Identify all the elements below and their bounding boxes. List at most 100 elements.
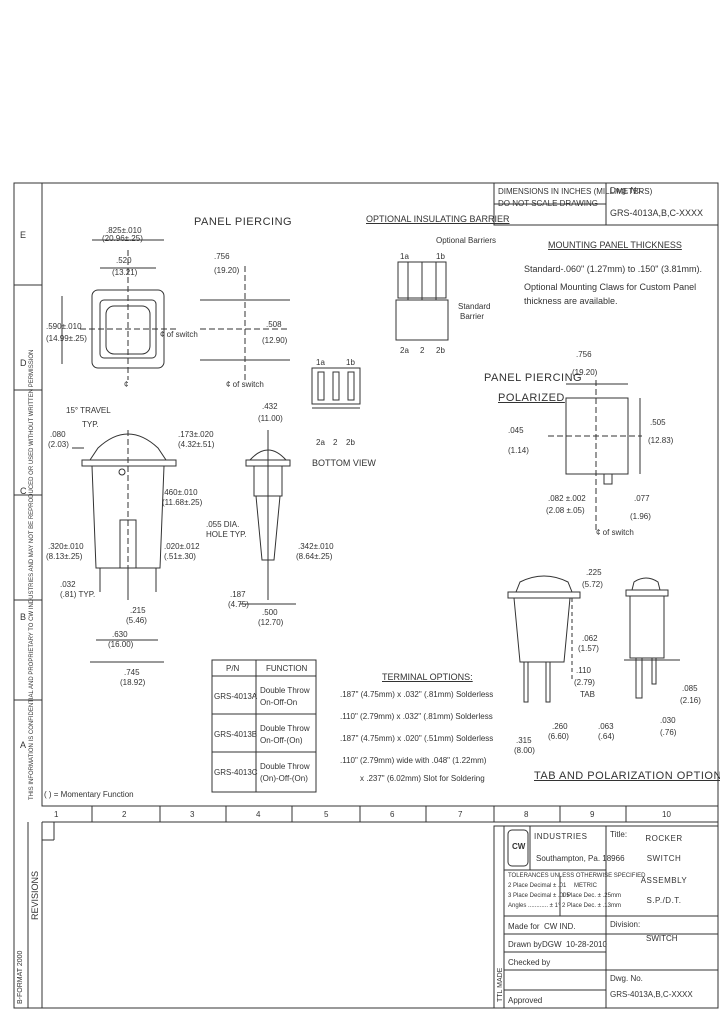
dim-pz-082: .082 ±.002	[548, 494, 586, 503]
dim-055-hole: HOLE TYP.	[206, 530, 247, 539]
company-city: Southampton, Pa. 18966	[536, 854, 625, 863]
dim-t-085: .085	[682, 684, 698, 693]
title-line-1: ROCKER	[645, 834, 683, 843]
terminal-row-3: .187" (4.75mm) x .020" (.51mm) Solderles…	[340, 734, 494, 743]
dim-825: .825±.010	[106, 226, 142, 235]
col-label-8: 8	[524, 810, 529, 819]
dwg-label: Dwg. No.	[610, 974, 643, 983]
mounting-title: MOUNTING PANEL THICKNESS	[548, 240, 682, 250]
col-label-9: 9	[590, 810, 595, 819]
dim-t-315-mm: (8.00)	[514, 746, 535, 755]
dim-t-260: .260	[552, 722, 568, 731]
dim-508: .508	[266, 320, 282, 329]
dim-travel-typ: TYP.	[82, 420, 99, 429]
tol-1: 2 Place Decimal ± .01	[508, 883, 567, 889]
dim-t-062-mm: (1.57)	[578, 644, 599, 653]
metric-2: 2 Place Dec. ± .13mm	[562, 903, 621, 909]
dim-pz-045-mm: (1.14)	[508, 446, 529, 455]
dim-745-mm: (18.92)	[120, 678, 146, 687]
optional-barrier-title: OPTIONAL INSULATING BARRIER	[366, 214, 510, 224]
division-label: Division:	[610, 920, 641, 929]
dim-460-mm: (11.68±.25)	[162, 498, 203, 507]
terminal-row-1: .187" (4.75mm) x .032" (.81mm) Solderles…	[340, 690, 494, 699]
dim-pz-082-mm: (2.08 ±.05)	[546, 506, 585, 515]
dim-055: .055 DIA.	[206, 520, 240, 529]
dim-032-mm: (.81) TYP.	[60, 590, 96, 599]
dim-825-mm: (20.96±.25)	[102, 234, 143, 243]
made-for-label: Made for	[508, 922, 540, 931]
pin-2b-barrier: 2b	[436, 346, 445, 355]
dim-173: .173±.020	[178, 430, 214, 439]
bottom-view-title: BOTTOM VIEW	[312, 458, 376, 468]
dim-460: .460±.010	[162, 488, 198, 497]
dwg-label-top: Dwg. No.	[610, 186, 643, 195]
drawn-date: 10-28-2010	[566, 940, 607, 949]
row-label-a: A	[20, 740, 27, 750]
dim-630: .630	[112, 630, 128, 639]
dim-500: .500	[262, 608, 278, 617]
pn-header: P/N	[226, 664, 240, 673]
col-label-7: 7	[458, 810, 463, 819]
dim-630-mm: (16.00)	[108, 640, 134, 649]
function-row-1-a: Double Throw	[260, 686, 310, 695]
standard-barrier-label-1: Standard	[458, 302, 491, 311]
dim-520: .520	[116, 256, 132, 265]
function-row-1-b: On-Off-On	[260, 698, 298, 707]
dim-t-110-mm: (2.79)	[574, 678, 595, 687]
dim-t-030-mm: (.76)	[660, 728, 677, 737]
dwg-number: GRS-4013A,B,C-XXXX	[610, 990, 693, 999]
pin-1a-bottom: 1a	[316, 358, 325, 367]
pin-2a-bottom: 2a	[316, 438, 325, 447]
proprietary-note: THIS INFORMATION IS CONFIDENTIAL AND PRO…	[29, 349, 35, 800]
dim-travel: 15° TRAVEL	[66, 406, 111, 415]
dim-pz-045: .045	[508, 426, 524, 435]
dim-pz-077: .077	[634, 494, 650, 503]
dim-320: .320±.010	[48, 542, 84, 551]
tol-2: 3 Place Decimal ± .005	[508, 893, 570, 899]
tol-3: Angles ............ ± 1°	[508, 903, 561, 909]
division-value: SWITCH	[646, 934, 678, 943]
pn-row-1: GRS-4013A	[214, 692, 258, 701]
row-label-c: C	[20, 486, 27, 496]
pin-2a-barrier: 2a	[400, 346, 409, 355]
pin-1b-bottom: 1b	[346, 358, 355, 367]
dim-508-mm: (12.90)	[262, 336, 288, 345]
dim-756: .756	[214, 252, 230, 261]
dim-432-mm: (11.00)	[258, 414, 283, 423]
approved-label: Approved	[508, 996, 543, 1005]
ttl-made-label: TTL MADE	[497, 967, 504, 1002]
checked-by-label: Checked by	[508, 958, 551, 967]
function-row-3-a: Double Throw	[260, 762, 310, 771]
dim-pz-505-mm: (12.83)	[648, 436, 674, 445]
dim-t-063: .063	[598, 722, 614, 731]
mounting-line-1: Standard-.060" (1.27mm) to .150" (3.81mm…	[524, 264, 702, 274]
dim-t-063-mm: (.64)	[598, 732, 615, 741]
dim-032: .032	[60, 580, 76, 589]
dim-080: .080	[50, 430, 66, 439]
col-label-5: 5	[324, 810, 329, 819]
dim-500-mm: (12.70)	[258, 618, 284, 627]
dim-t-315: .315	[516, 736, 532, 745]
function-row-3-b: (On)-Off-(On)	[260, 774, 308, 783]
row-label-d: D	[20, 358, 27, 368]
dim-320-mm: (8.13±.25)	[46, 552, 83, 561]
pn-row-2: GRS-4013B	[214, 730, 258, 739]
made-for-value: CW IND.	[544, 922, 576, 931]
function-row-2-a: Double Throw	[260, 724, 310, 733]
momentary-note: ( ) = Momentary Function	[44, 790, 134, 799]
col-label-10: 10	[662, 810, 671, 819]
dim-756-mm: (19.20)	[214, 266, 240, 275]
dim-215-mm: (5.46)	[126, 616, 147, 625]
pin-2b-bottom: 2b	[346, 438, 355, 447]
dim-342-mm: (8.64±.25)	[296, 552, 333, 561]
drawn-by-label: Drawn by	[508, 940, 542, 949]
dim-590-mm: (14.99±.25)	[46, 334, 87, 343]
row-label-b: B	[20, 612, 27, 622]
tolerances-label: TOLERANCES UNLESS OTHERWISE SPECIFIED	[508, 873, 646, 879]
col-label-2: 2	[122, 810, 127, 819]
dim-080-mm: (2.03)	[48, 440, 69, 449]
center-of-switch-2: ¢ of switch	[226, 380, 264, 389]
polarized-title-2: POLARIZED	[498, 392, 565, 404]
